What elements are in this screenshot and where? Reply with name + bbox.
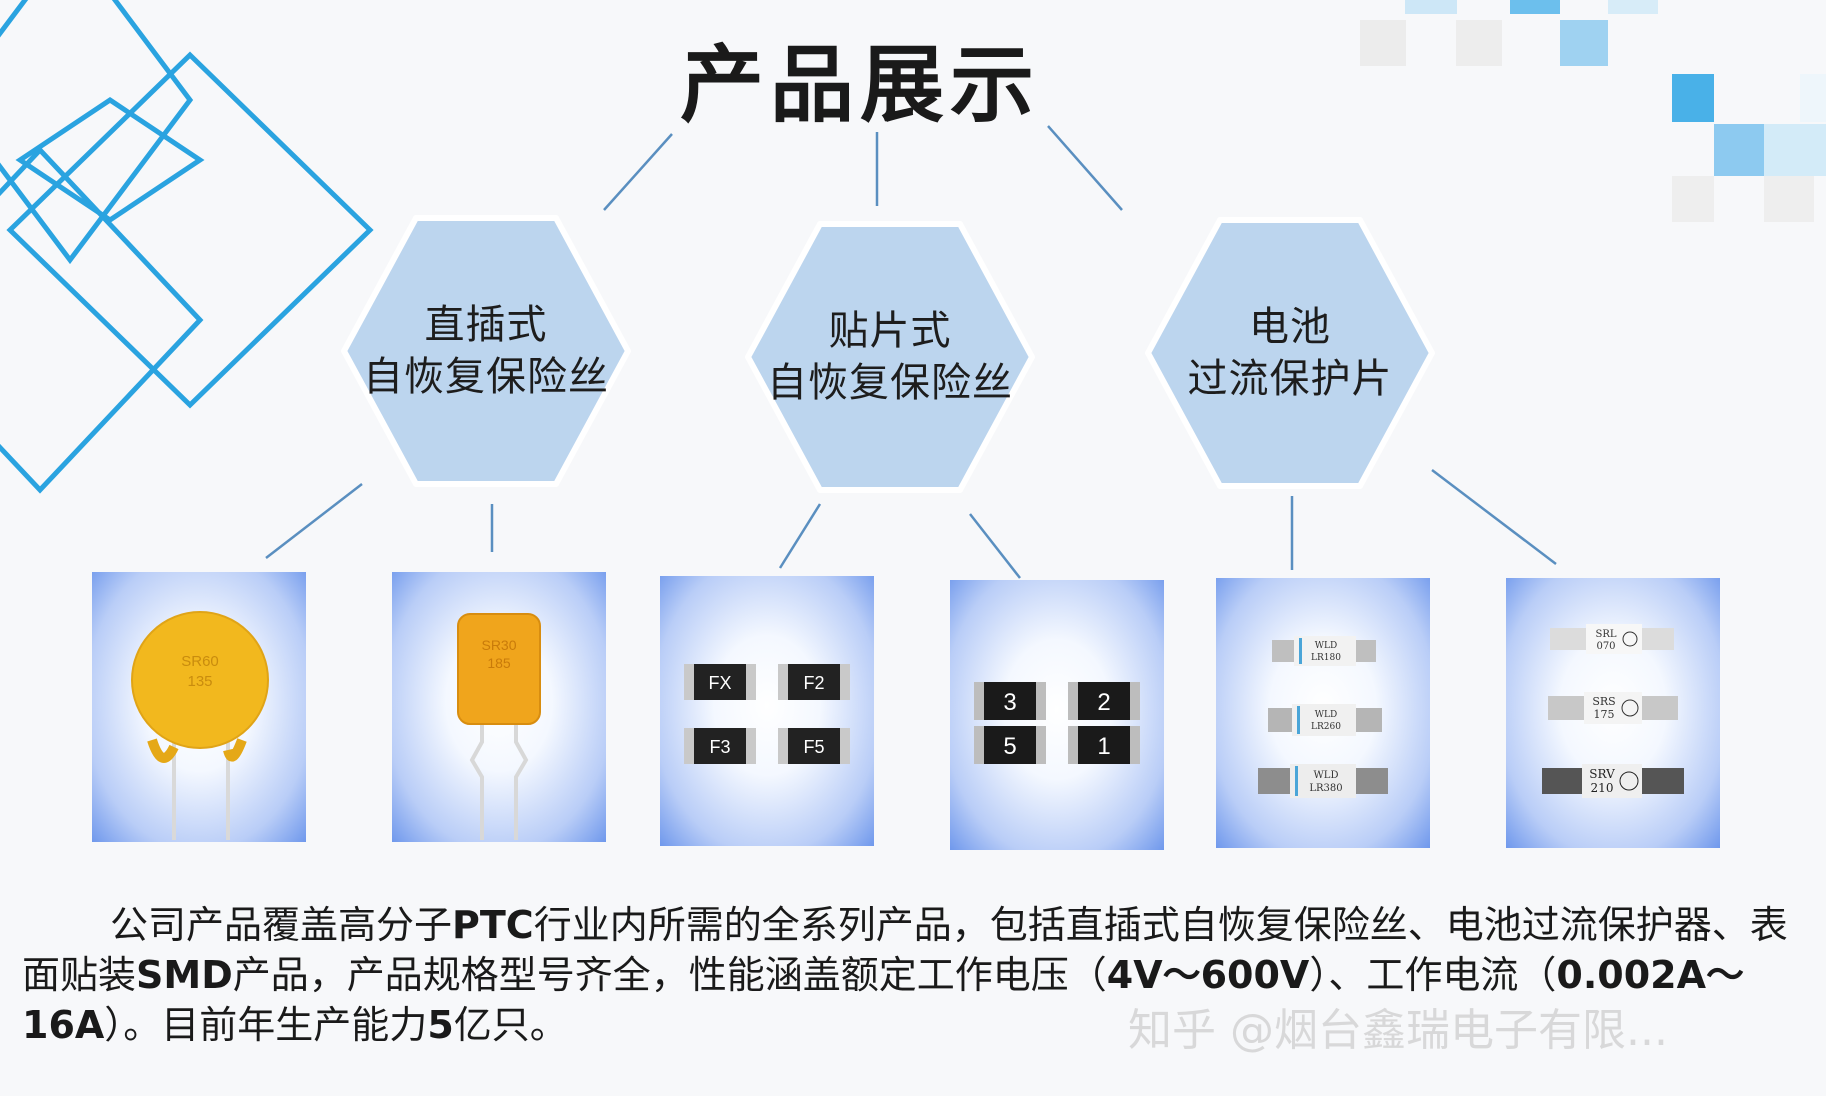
battery-strip: SRV 210 bbox=[1542, 764, 1684, 798]
category-hexagon-smd: 贴片式 自恢复保险丝 bbox=[740, 212, 1040, 502]
marking-line1: SR30 bbox=[481, 637, 516, 653]
hexagon-shape bbox=[745, 221, 1035, 493]
svg-text:175: 175 bbox=[1594, 708, 1615, 721]
marking-line1: SR60 bbox=[181, 653, 219, 670]
battery-strips-image: WLD LR180 WLD LR260 WLD LR380 bbox=[1258, 636, 1388, 798]
svg-text:F5: F5 bbox=[803, 737, 824, 757]
svg-text:SRL: SRL bbox=[1595, 629, 1616, 640]
smd-chip: 1 bbox=[1068, 726, 1140, 764]
svg-text:LR380: LR380 bbox=[1309, 783, 1342, 794]
category-line1: 电池 bbox=[1249, 304, 1331, 350]
smd-chip: 3 bbox=[974, 682, 1046, 720]
category-hexagon-dip: 直插式 自恢复保险丝 bbox=[336, 206, 636, 496]
category-line1: 直插式 bbox=[424, 302, 548, 348]
hexagon-shape bbox=[1145, 217, 1435, 489]
category-line2: 自恢复保险丝 bbox=[767, 360, 1013, 406]
svg-text:WLD: WLD bbox=[1315, 710, 1337, 720]
battery-strips-image: SRL 070 SRS 175 SRV 210 bbox=[1542, 624, 1684, 798]
svg-text:WLD: WLD bbox=[1314, 770, 1339, 781]
product-photo-sr60: SR60 135 bbox=[92, 572, 306, 842]
svg-text:WLD: WLD bbox=[1315, 641, 1337, 651]
smd-chip: F5 bbox=[778, 728, 850, 764]
smd-chips-image: FX F2 F3 F5 bbox=[684, 664, 850, 764]
category-line2: 过流保护片 bbox=[1187, 356, 1393, 402]
battery-strip: WLD LR380 bbox=[1258, 764, 1388, 798]
category-line2: 自恢复保险丝 bbox=[363, 354, 609, 400]
radial-ptc-square-image: SR30 185 bbox=[457, 613, 541, 840]
svg-text:1: 1 bbox=[1097, 733, 1110, 760]
smd-chip: F2 bbox=[778, 664, 850, 700]
category-hexagon-battery: 电池 过流保护片 bbox=[1140, 208, 1440, 498]
svg-text:3: 3 bbox=[1003, 689, 1016, 716]
product-photo-smd-fx: FX F2 F3 F5 bbox=[660, 576, 874, 846]
battery-strip: WLD LR180 bbox=[1272, 636, 1376, 666]
battery-strip: SRS 175 bbox=[1548, 692, 1678, 724]
smd-chips-image: 3 2 5 1 bbox=[974, 682, 1140, 764]
right-squares-decoration bbox=[1360, 0, 1826, 222]
hexagon-shape bbox=[341, 215, 631, 487]
connector-lines bbox=[265, 125, 1557, 579]
svg-text:SRS: SRS bbox=[1592, 695, 1615, 708]
svg-text:5: 5 bbox=[1003, 733, 1016, 760]
battery-strip: SRL 070 bbox=[1550, 624, 1674, 654]
smd-chip: F3 bbox=[684, 728, 756, 764]
svg-text:SRV: SRV bbox=[1589, 767, 1615, 781]
battery-strip: WLD LR260 bbox=[1268, 704, 1382, 736]
smd-chip: 2 bbox=[1068, 682, 1140, 720]
svg-text:210: 210 bbox=[1591, 781, 1614, 795]
svg-text:F2: F2 bbox=[803, 673, 824, 693]
product-photo-battery-sr: SRL 070 SRS 175 SRV 210 bbox=[1506, 578, 1720, 848]
product-photo-smd-num: 3 2 5 1 bbox=[950, 580, 1164, 850]
svg-text:2: 2 bbox=[1097, 689, 1110, 716]
page-title: 产品展示 bbox=[679, 35, 1040, 134]
svg-text:070: 070 bbox=[1596, 641, 1615, 652]
svg-text:F3: F3 bbox=[709, 737, 730, 757]
company-description: 公司产品覆盖高分子PTC行业内所需的全系列产品，包括直插式自恢复保险丝、电池过流… bbox=[22, 903, 1788, 1047]
product-photo-sr30: SR30 185 bbox=[392, 572, 606, 842]
left-diamonds-decoration bbox=[0, 0, 374, 494]
product-photo-battery-wld: WLD LR180 WLD LR260 WLD LR380 bbox=[1216, 578, 1430, 848]
marking-line2: 185 bbox=[487, 655, 511, 671]
radial-ptc-disc-image: SR60 135 bbox=[131, 611, 269, 840]
svg-text:FX: FX bbox=[708, 673, 731, 693]
svg-text:LR260: LR260 bbox=[1311, 722, 1341, 732]
marking-line2: 135 bbox=[187, 673, 212, 690]
smd-chip: 5 bbox=[974, 726, 1046, 764]
svg-text:LR180: LR180 bbox=[1311, 653, 1341, 663]
category-line1: 贴片式 bbox=[828, 308, 952, 354]
watermark: 知乎 @烟台鑫瑞电子有限... bbox=[1128, 1005, 1668, 1056]
smd-chip: FX bbox=[684, 664, 756, 700]
